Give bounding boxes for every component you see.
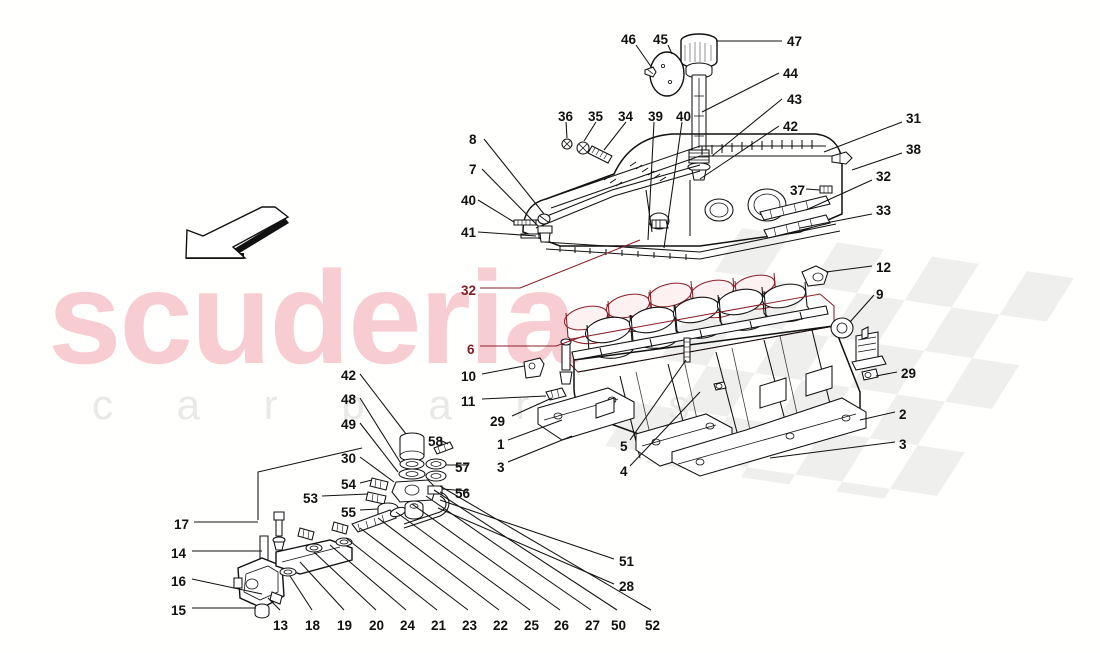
callout-number-16: 16 bbox=[171, 574, 187, 589]
callout-number-55: 55 bbox=[341, 505, 357, 520]
oil-filler-cap-assembly bbox=[644, 33, 718, 181]
callout-number-33: 33 bbox=[876, 203, 892, 218]
callout-number-40: 40 bbox=[676, 109, 692, 124]
callout-number-19: 19 bbox=[337, 618, 353, 633]
callout-number-44: 44 bbox=[783, 66, 799, 81]
callout-number-15: 15 bbox=[171, 603, 187, 618]
callout-number-39: 39 bbox=[648, 109, 664, 124]
callout-number-9: 9 bbox=[876, 287, 884, 302]
callout-number-17: 17 bbox=[174, 517, 190, 532]
callout-number-34: 34 bbox=[618, 109, 634, 124]
callout-number-53: 53 bbox=[303, 491, 319, 506]
callout-number-48: 48 bbox=[341, 392, 357, 407]
callout-number-25: 25 bbox=[524, 618, 540, 633]
cover-breather-fitting bbox=[513, 213, 553, 243]
callout-number-37: 37 bbox=[790, 183, 806, 198]
callout-number-31: 31 bbox=[906, 111, 922, 126]
callout-number-27: 27 bbox=[585, 618, 601, 633]
leader-lines bbox=[191, 40, 903, 611]
callout-number-5: 5 bbox=[620, 439, 628, 454]
callout-number-21: 21 bbox=[431, 618, 447, 633]
callout-number-49: 49 bbox=[341, 417, 357, 432]
callout-number-18: 18 bbox=[305, 618, 321, 633]
direction-arrow bbox=[185, 206, 290, 259]
callout-number-30: 30 bbox=[341, 451, 357, 466]
callout-number-1: 1 bbox=[497, 437, 505, 452]
callout-number-13: 13 bbox=[273, 618, 289, 633]
callout-number-29: 29 bbox=[901, 366, 917, 381]
callout-number-4: 4 bbox=[620, 464, 628, 479]
callout-number-57: 57 bbox=[455, 460, 471, 475]
callout-number-11: 11 bbox=[461, 394, 476, 409]
callout-number-14: 14 bbox=[171, 546, 187, 561]
callout-number-38: 38 bbox=[906, 142, 922, 157]
callout-number-32: 32 bbox=[461, 283, 477, 298]
callout-number-10: 10 bbox=[461, 369, 477, 384]
manifold-flanges bbox=[537, 387, 867, 477]
callout-number-2: 2 bbox=[899, 407, 907, 422]
callout-number-7: 7 bbox=[469, 162, 477, 177]
callout-number-23: 23 bbox=[462, 618, 478, 633]
callout-number-35: 35 bbox=[588, 109, 604, 124]
callout-number-20: 20 bbox=[369, 618, 385, 633]
intake-manifold-assembly bbox=[537, 272, 867, 477]
callout-number-54: 54 bbox=[341, 477, 357, 492]
callout-number-47: 47 bbox=[787, 34, 803, 49]
callout-number-51: 51 bbox=[619, 554, 635, 569]
callout-number-42: 42 bbox=[783, 119, 799, 134]
callout-number-45: 45 bbox=[653, 32, 669, 47]
callout-number-52: 52 bbox=[645, 618, 661, 633]
callout-number-40: 40 bbox=[461, 193, 477, 208]
callout-number-3: 3 bbox=[899, 437, 907, 452]
callout-number-41: 41 bbox=[461, 225, 477, 240]
callout-number-50: 50 bbox=[611, 618, 627, 633]
callout-number-46: 46 bbox=[621, 32, 637, 47]
callout-number-26: 26 bbox=[554, 618, 570, 633]
callout-number-22: 22 bbox=[493, 618, 509, 633]
brand-watermark: scuderia bbox=[48, 244, 577, 391]
callout-number-28: 28 bbox=[619, 579, 635, 594]
callout-number-29: 29 bbox=[490, 414, 506, 429]
callout-number-6: 6 bbox=[467, 342, 475, 357]
callout-number-12: 12 bbox=[876, 260, 892, 275]
callout-number-56: 56 bbox=[455, 486, 471, 501]
callout-number-43: 43 bbox=[787, 92, 803, 107]
callout-number-24: 24 bbox=[400, 618, 416, 633]
cover-fasteners bbox=[561, 138, 613, 164]
right-side-components bbox=[801, 265, 887, 381]
callout-number-36: 36 bbox=[558, 109, 574, 124]
callout-number-3: 3 bbox=[497, 460, 505, 475]
callout-number-42: 42 bbox=[341, 368, 357, 383]
callout-number-8: 8 bbox=[469, 132, 477, 147]
callout-number-58: 58 bbox=[428, 434, 444, 449]
callout-number-32: 32 bbox=[876, 169, 892, 184]
cover-side-fittings bbox=[759, 151, 853, 239]
